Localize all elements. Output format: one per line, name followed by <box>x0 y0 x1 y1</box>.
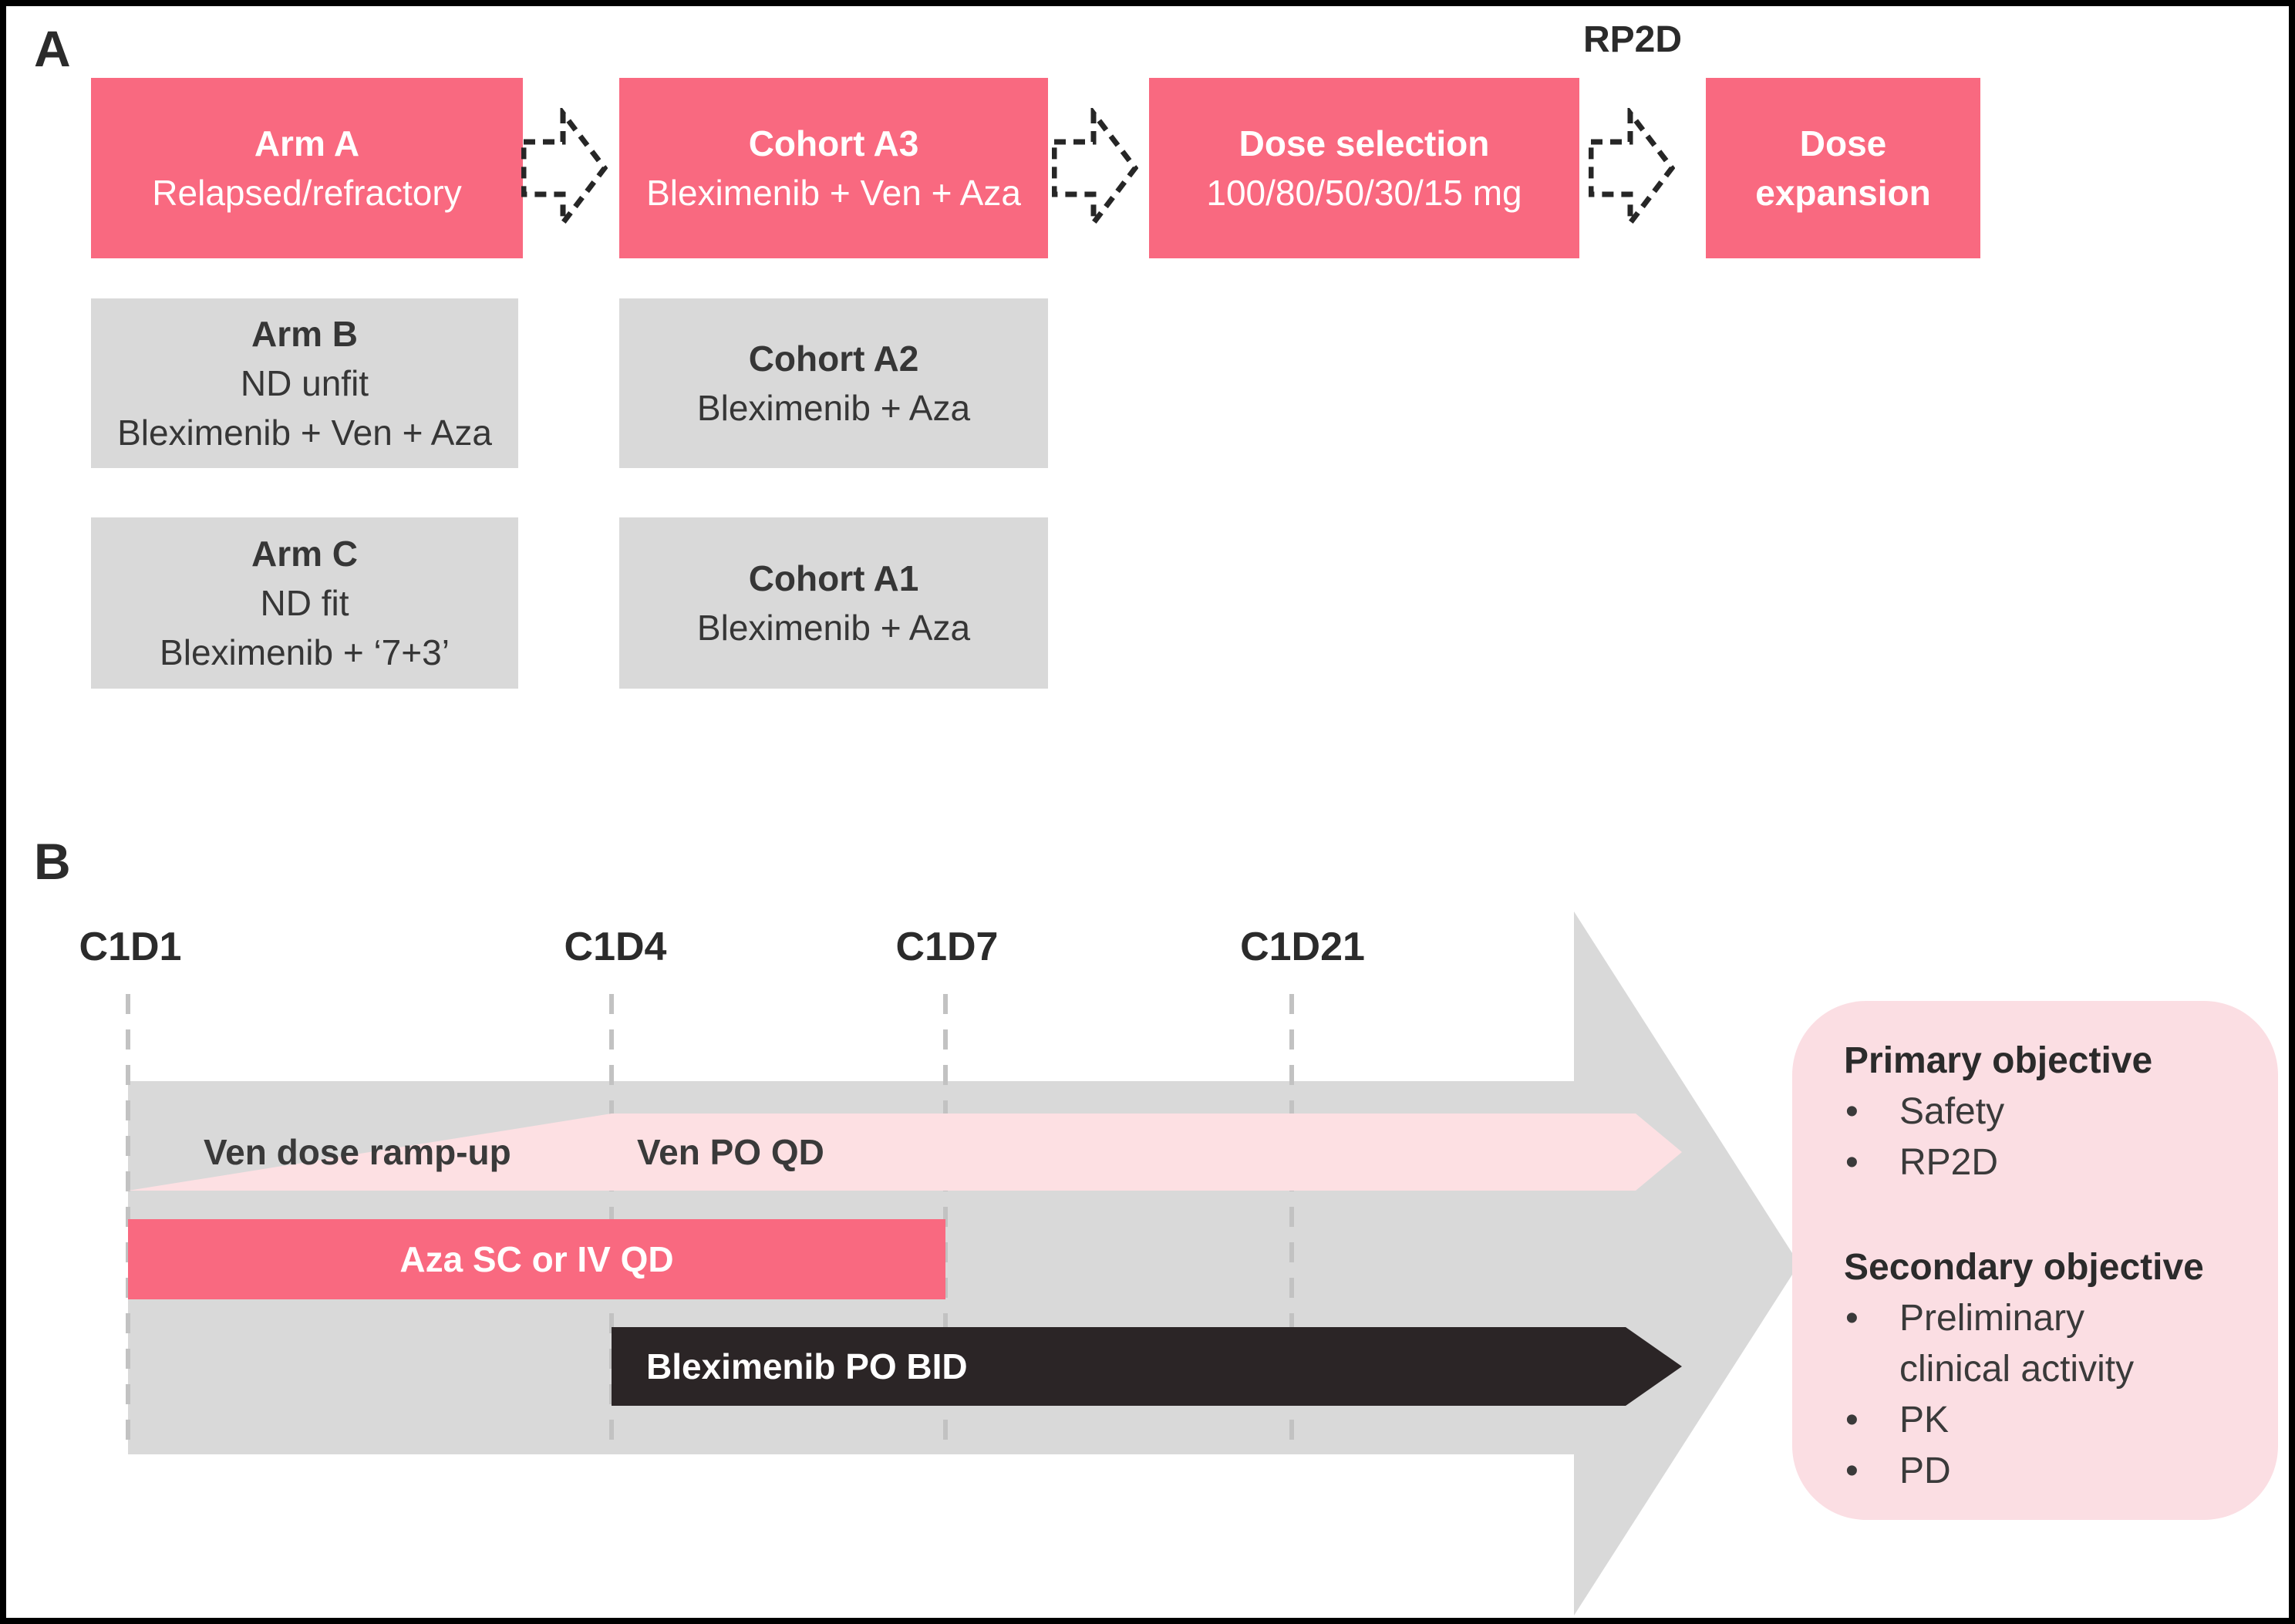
aza-bar <box>128 1219 945 1299</box>
arm-a-box: Arm A Relapsed/refractory <box>91 78 523 258</box>
dashed-arrow-icon <box>1052 108 1138 228</box>
arm-a-title: Arm A <box>254 123 360 163</box>
panel-a-label: A <box>34 20 71 77</box>
bleximenib-label: Bleximenib PO BID <box>646 1346 968 1386</box>
tick-c1d7: C1D7 <box>895 925 999 969</box>
cohort-a3-box: Cohort A3 Bleximenib + Ven + Aza <box>619 78 1048 258</box>
dose-expansion-line1: Dose <box>1799 123 1887 163</box>
secondary-objective-list: Preliminary clinical activity PK PD <box>1844 1293 2247 1497</box>
tick-c1d4: C1D4 <box>564 925 667 969</box>
aza-label: Aza SC or IV QD <box>399 1239 674 1279</box>
cohort-a2-box: Cohort A2 Bleximenib + Aza <box>619 298 1048 468</box>
arm-b-line2: ND unfit <box>240 363 369 403</box>
arm-c-line2: ND fit <box>260 583 349 623</box>
dose-expansion-box: Dose expansion <box>1706 78 1980 258</box>
cohort-a2-line2: Bleximenib + Aza <box>696 388 971 428</box>
panel-b-label: B <box>34 833 71 890</box>
dashed-arrow-icon <box>521 108 608 228</box>
dose-selection-title: Dose selection <box>1238 123 1490 163</box>
ven-label: Ven PO QD <box>637 1132 824 1172</box>
primary-objective-title: Primary objective <box>1844 1040 2153 1081</box>
arm-c-line3: Bleximenib + ‘7+3’ <box>160 632 450 672</box>
objectives-box: Primary objective Safety RP2D Secondary … <box>1792 1001 2278 1520</box>
dose-selection-subtitle: 100/80/50/30/15 mg <box>1206 173 1522 213</box>
arm-b-title: Arm B <box>251 314 359 354</box>
arm-c-box: Arm C ND fit Bleximenib + ‘7+3’ <box>91 517 518 689</box>
cohort-a1-box: Cohort A1 Bleximenib + Aza <box>619 517 1048 689</box>
tick-c1d1: C1D1 <box>79 925 182 969</box>
bleximenib-bar <box>612 1327 1682 1406</box>
list-item: Preliminary clinical activity <box>1844 1293 2200 1395</box>
dose-selection-box: Dose selection 100/80/50/30/15 mg <box>1149 78 1579 258</box>
timeline-arrow <box>128 911 1799 1616</box>
arm-b-line3: Bleximenib + Ven + Aza <box>117 413 492 453</box>
ven-ramp-label: Ven dose ramp-up <box>204 1132 511 1172</box>
arm-b-box: Arm B ND unfit Bleximenib + Ven + Aza <box>91 298 518 468</box>
cohort-a2-title: Cohort A2 <box>748 339 919 379</box>
list-item: PK <box>1844 1395 2200 1446</box>
cohort-a3-title: Cohort A3 <box>748 123 919 163</box>
dashed-arrow-icon <box>1589 108 1675 228</box>
list-item: PD <box>1844 1446 2200 1497</box>
timeline-canvas <box>126 911 1799 1616</box>
list-item: RP2D <box>1844 1137 2200 1188</box>
cohort-a3-subtitle: Bleximenib + Ven + Aza <box>646 173 1021 213</box>
tick-c1d21: C1D21 <box>1240 925 1365 969</box>
rp2d-label: RP2D <box>1582 19 1683 60</box>
list-item: Safety <box>1844 1087 2200 1137</box>
cohort-a1-title: Cohort A1 <box>748 558 919 598</box>
secondary-objective-title: Secondary objective <box>1844 1247 2204 1288</box>
dose-expansion-line2: expansion <box>1755 173 1931 213</box>
primary-objective-list: Safety RP2D <box>1844 1087 2247 1188</box>
ven-bar <box>128 1114 1682 1191</box>
cohort-a1-line2: Bleximenib + Aza <box>696 608 971 648</box>
arm-c-title: Arm C <box>251 534 359 574</box>
arm-a-subtitle: Relapsed/refractory <box>152 173 462 213</box>
